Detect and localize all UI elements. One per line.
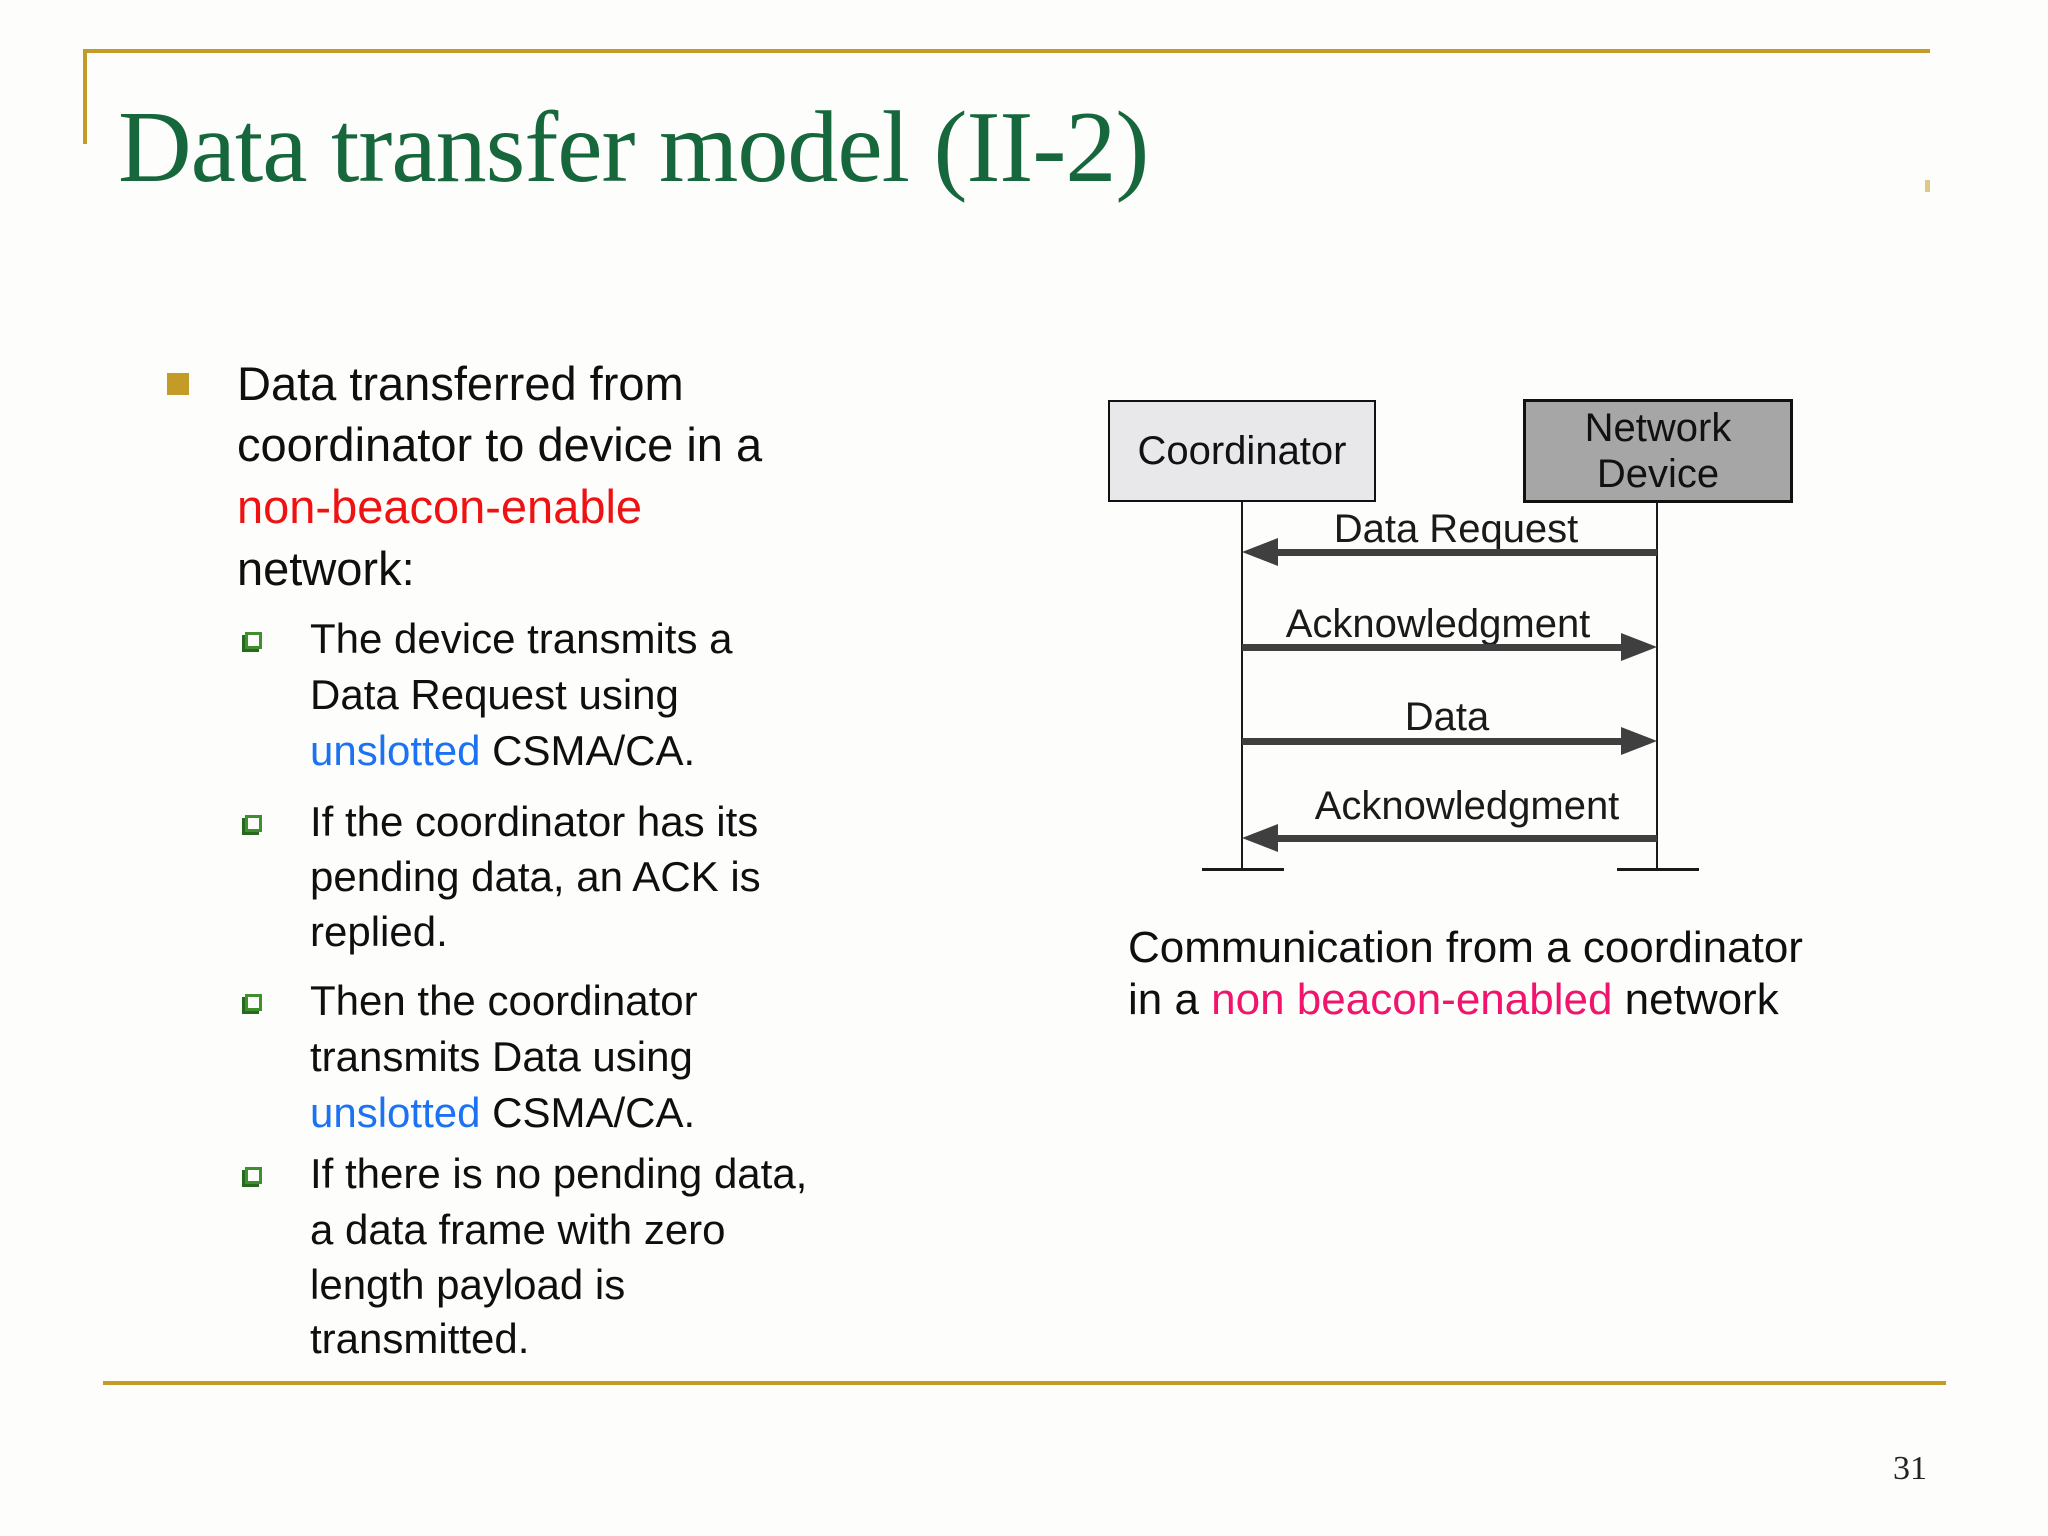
plain-text: CSMA/CA. xyxy=(480,1089,696,1136)
page-number: 31 xyxy=(1893,1450,1927,1487)
highlight-blue-text: unslotted xyxy=(310,727,481,774)
bullet-text-line: coordinator to device in a xyxy=(237,418,763,471)
coordinator-lifeline xyxy=(1241,502,1243,870)
coordinator-box: Coordinator xyxy=(1108,400,1376,502)
top-rule-corner-vertical xyxy=(83,49,87,144)
sub-bullet-text-line: pending data, an ACK is xyxy=(310,853,761,900)
sub-bullet-text-line: transmitted. xyxy=(310,1315,530,1362)
device-label-line2: Device xyxy=(1596,452,1720,496)
sub-bullet-text-line: If there is no pending data, xyxy=(310,1150,808,1197)
message-label-acknowledgment: Acknowledgment xyxy=(1314,784,1620,828)
message-label-data: Data xyxy=(1404,695,1490,739)
device-label-line1: Network xyxy=(1584,406,1732,450)
plain-text: CSMA/CA. xyxy=(480,727,696,774)
plain-text: network xyxy=(1612,975,1779,1024)
device-lifeline xyxy=(1656,502,1658,870)
message-label-data-request: Data Request xyxy=(1333,507,1579,551)
arrow-shaft xyxy=(1242,738,1627,745)
arrow-shaft xyxy=(1272,549,1657,556)
sub-bullet-text-line: If the coordinator has its xyxy=(310,798,759,845)
highlight-pink-text: non beacon-enabled xyxy=(1211,975,1613,1024)
device-endpoint-tick xyxy=(1617,868,1699,871)
sub-bullet-text-line: unslotted CSMA/CA. xyxy=(310,730,695,772)
coordinator-endpoint-tick xyxy=(1202,868,1284,871)
sub-bullet-square-icon xyxy=(245,632,262,649)
bullet-text-line-highlight-red: non-beacon-enable xyxy=(237,480,643,533)
sub-bullet-text-line: The device transmits a xyxy=(310,615,733,662)
highlight-blue-text: unslotted xyxy=(310,1089,481,1136)
bullet-text-line: network: xyxy=(237,542,415,595)
diagram-caption-line1: Communication from a coordinator xyxy=(1128,923,1803,972)
sub-bullet-text-line: unslotted CSMA/CA. xyxy=(310,1092,695,1134)
sub-bullet-square-icon xyxy=(245,1167,262,1184)
sub-bullet-square-icon xyxy=(245,994,262,1011)
diagram-caption-line2: in a non beacon-enabled network xyxy=(1128,978,1779,1022)
plain-text: in a xyxy=(1128,975,1212,1024)
bullet-square-icon xyxy=(167,373,189,395)
arrow-shaft xyxy=(1242,644,1627,651)
network-device-box: Network Device xyxy=(1523,399,1793,503)
coordinator-label: Coordinator xyxy=(1137,429,1347,473)
sub-bullet-text-line: Then the coordinator xyxy=(310,977,698,1024)
gold-dash-artifact xyxy=(1925,180,1930,192)
sub-bullet-text-line: length payload is xyxy=(310,1261,626,1308)
sub-bullet-text-line: replied. xyxy=(310,908,448,955)
slide-title: Data transfer model (II-2) xyxy=(118,91,1149,204)
sub-bullet-text-line: a data frame with zero xyxy=(310,1206,726,1253)
bottom-rule xyxy=(103,1381,1946,1385)
top-rule xyxy=(83,49,1930,53)
arrow-head-right-icon xyxy=(1621,727,1657,755)
sub-bullet-square-icon xyxy=(245,815,262,832)
sub-bullet-text-line: transmits Data using xyxy=(310,1033,693,1080)
bullet-text-line: Data transferred from xyxy=(237,357,684,410)
sub-bullet-text-line: Data Request using xyxy=(310,671,679,718)
arrow-head-right-icon xyxy=(1621,633,1657,661)
arrow-shaft xyxy=(1272,835,1657,842)
message-label-acknowledgment: Acknowledgment xyxy=(1285,602,1591,646)
